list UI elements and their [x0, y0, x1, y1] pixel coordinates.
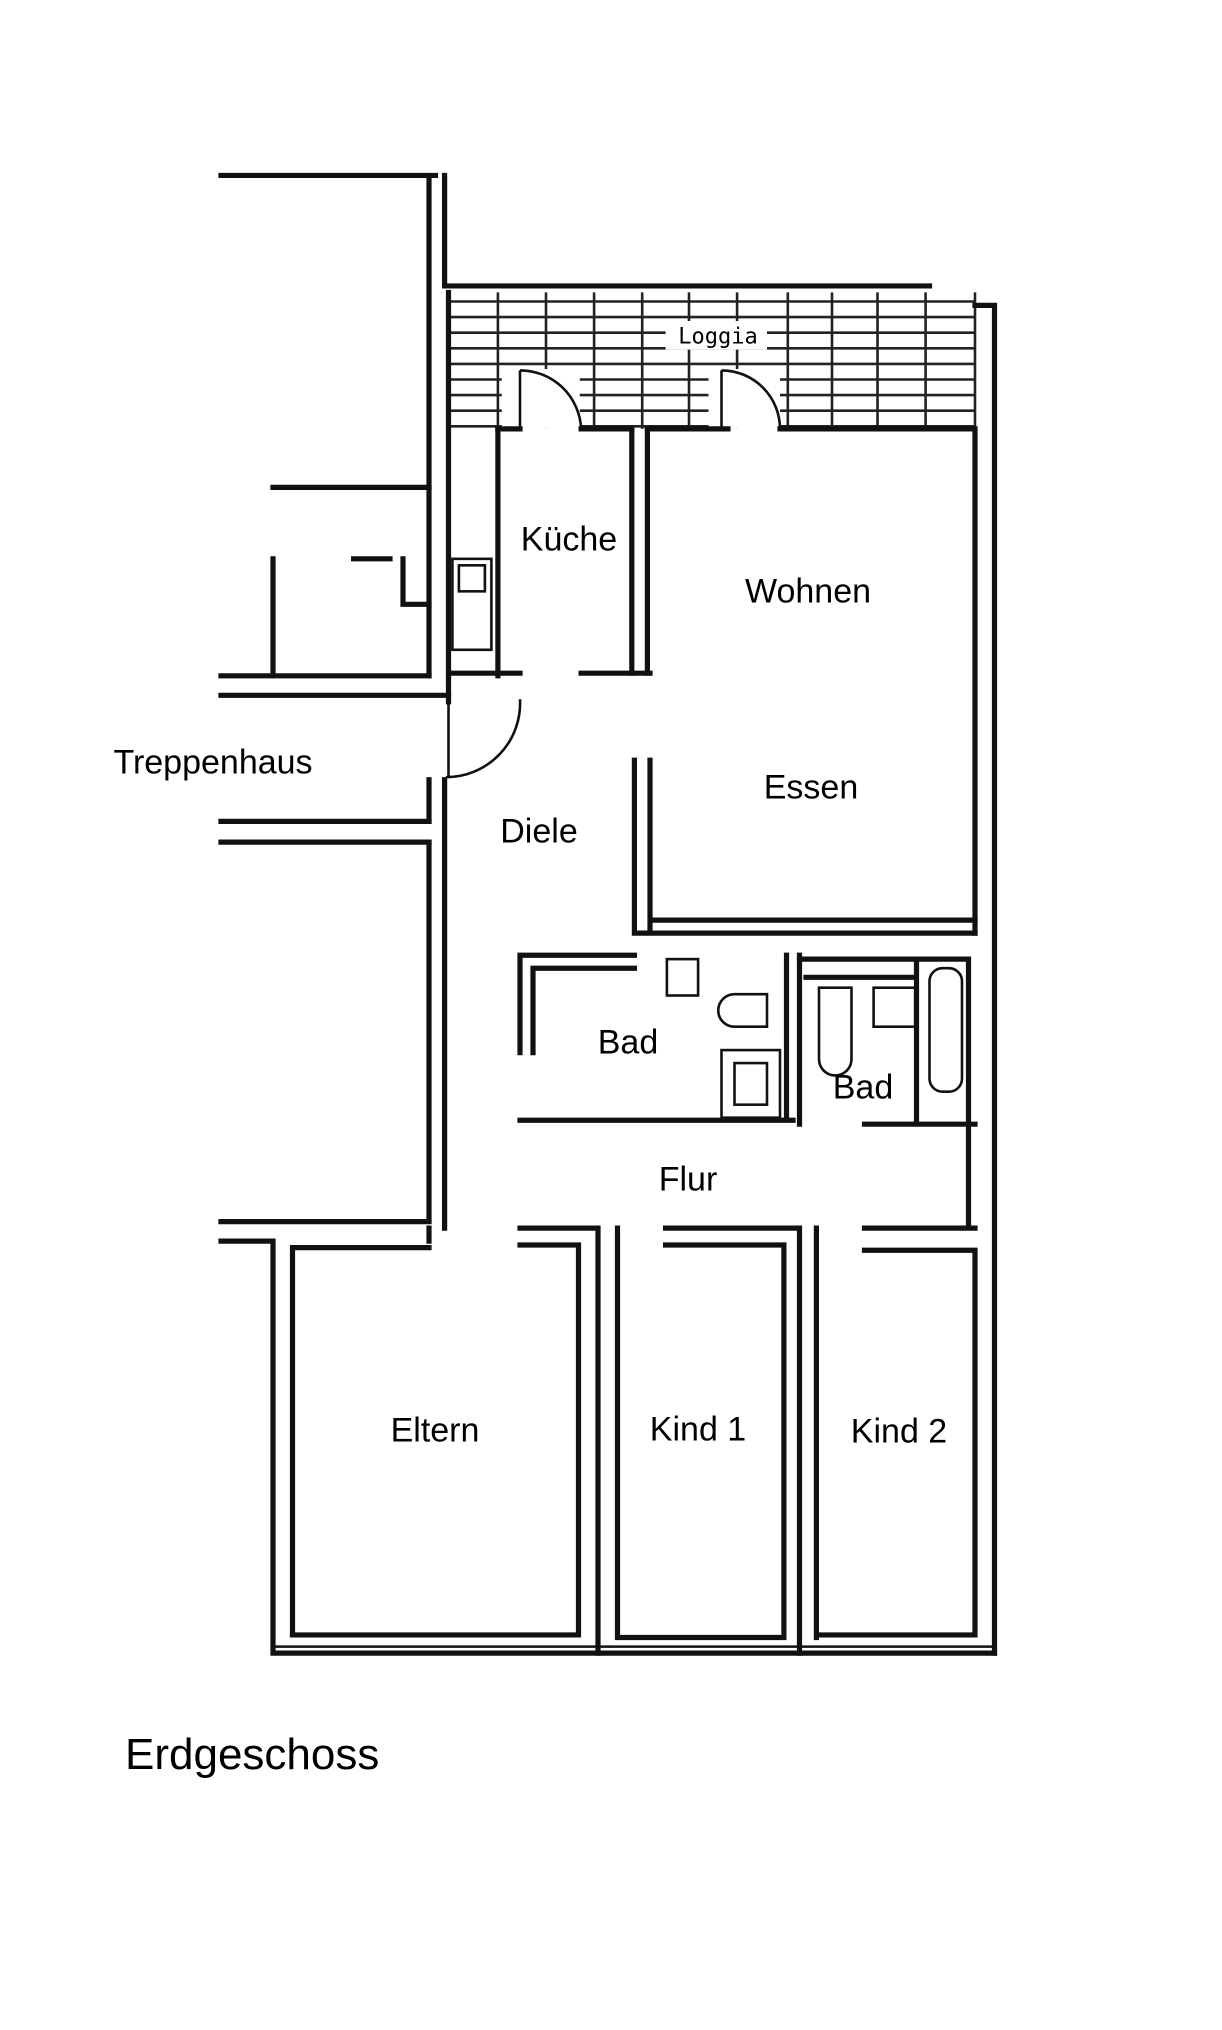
loggia-label-background	[665, 321, 767, 350]
room-label-bad-2: Bad	[832, 1068, 894, 1107]
room-label-bad-1: Bad	[597, 1023, 659, 1062]
room-label-eltern: Eltern	[390, 1411, 480, 1450]
room-label-essen: Essen	[763, 768, 859, 807]
room-label-loggia: Loggia	[678, 324, 758, 350]
room-label-kueche: Küche	[520, 520, 618, 559]
floor-title: Erdgeschoss	[125, 1730, 380, 1779]
loggia-hatching	[448, 292, 977, 429]
room-label-treppenhaus: Treppenhaus	[113, 743, 313, 782]
room-label-kind-1: Kind 1	[649, 1410, 747, 1449]
door-swing-area	[501, 369, 580, 429]
room-label-diele: Diele	[500, 812, 578, 851]
room-label-flur: Flur	[658, 1160, 718, 1199]
walls	[218, 172, 998, 1656]
room-label-kind-2: Kind 2	[850, 1412, 948, 1451]
door-swing-area	[708, 369, 780, 429]
room-label-wohnen: Wohnen	[744, 572, 872, 611]
